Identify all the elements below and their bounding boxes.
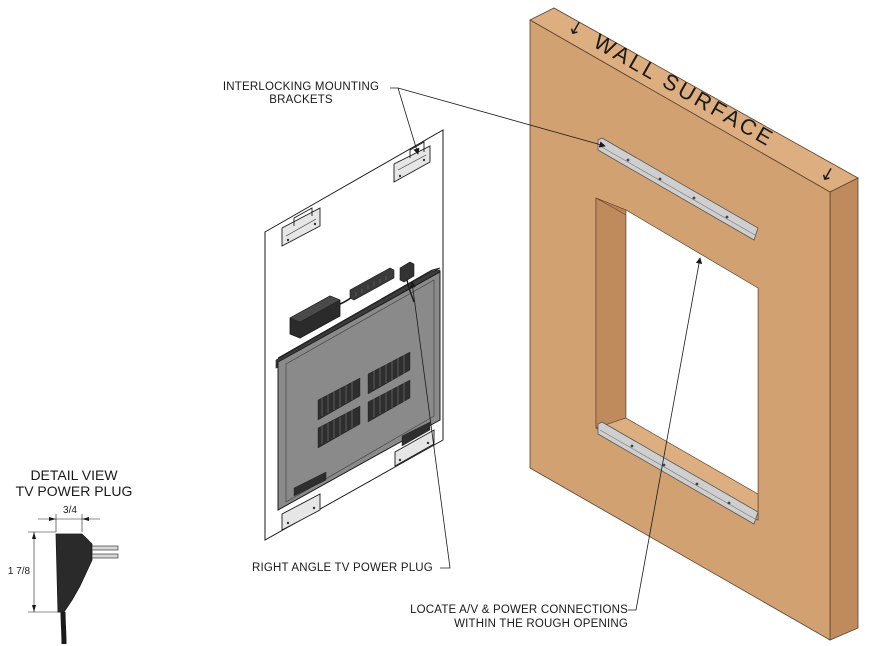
power-supply [289,261,415,339]
callout-power-plug: RIGHT ANGLE TV POWER PLUG [252,562,433,574]
detail-view-title: DETAIL VIEW TV POWER PLUG [8,467,140,499]
rough-opening [625,209,759,495]
callout-brackets-line2: BRACKETS [269,94,333,106]
leader-brackets-wall [397,87,606,148]
callout-locate-line2: WITHIN THE ROUGH OPENING [454,618,628,630]
leader-lines [390,87,703,611]
dim-height-label: 1 7/8 [7,566,31,577]
dim-width-label: 3/4 [63,505,77,516]
plug-cord [60,611,67,645]
leader-power-plug [409,281,451,569]
tv-inner-bezel [285,279,435,503]
leader-brackets-panel [390,87,420,155]
right-angle-plug [399,261,415,283]
callout-brackets: INTERLOCKING MOUNTING BRACKETS [212,81,390,107]
tv-vents [293,351,431,497]
plug-prong-bottom [91,553,119,559]
callout-locate-line1: LOCATE A/V & POWER CONNECTIONS [410,604,628,616]
wall-side-face [829,177,859,641]
callout-brackets-line1: INTERLOCKING MOUNTING [222,81,380,93]
panel-bracket-top-left [281,207,321,247]
detail-view-title-line2: TV POWER PLUG [15,483,133,499]
plug-body [55,533,93,613]
tv-vent-slats [321,355,405,444]
detail-view-title-line1: DETAIL VIEW [30,467,118,483]
panel-bracket-bottom-left [281,493,321,531]
leader-locate [628,257,703,611]
wall: WALL SURFACE ↓ ↓ [529,7,859,641]
wall-bracket-bottom [597,421,759,525]
opening-left-face [595,197,627,429]
plug-prong-top [91,545,119,551]
detail-power-plug [28,514,119,645]
wall-bracket-top [597,137,759,241]
panel-bracket-bottom-right [394,429,435,467]
tv-assembly [264,129,444,541]
callout-locate: LOCATE A/V & POWER CONNECTIONS WITHIN TH… [392,603,628,631]
